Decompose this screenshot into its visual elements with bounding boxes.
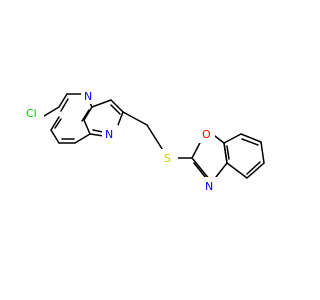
chlorine-atom-label: Cl: [26, 107, 37, 120]
bond: [215, 162, 228, 178]
bond: [91, 99, 112, 108]
bond: [58, 93, 68, 108]
bond: [223, 142, 228, 164]
bond: [81, 109, 90, 122]
bond: [226, 145, 230, 160]
bond: [74, 133, 91, 144]
bond: [226, 162, 248, 179]
bond: [193, 162, 207, 179]
bond: [117, 111, 124, 126]
bond: [260, 141, 265, 164]
bond: [246, 161, 261, 175]
bond: [122, 111, 148, 126]
bond: [50, 129, 60, 144]
bond: [110, 104, 121, 115]
bond-layer: [43, 93, 265, 181]
bond: [83, 119, 91, 135]
oxazole-nitrogen-label: N: [205, 180, 213, 193]
bond: [246, 162, 265, 179]
bond: [83, 106, 93, 121]
oxazole-oxygen-label: O: [202, 128, 211, 141]
atom-layer: Cl N N S O N: [22, 87, 218, 195]
bond: [50, 116, 60, 131]
bond: [241, 138, 259, 146]
bond: [92, 129, 104, 133]
sulfur-atom-label: S: [164, 152, 171, 165]
bond: [223, 133, 242, 144]
bond: [146, 124, 165, 153]
molecule-structure: Cl N N S O N: [22, 87, 265, 195]
bond: [60, 98, 69, 112]
bridgehead-nitrogen-label: N: [84, 90, 92, 103]
bond: [110, 99, 124, 113]
bond: [240, 133, 262, 143]
imidazole-nitrogen-label: N: [105, 128, 113, 141]
bond: [43, 106, 60, 117]
bond: [191, 157, 211, 181]
bond: [89, 133, 105, 137]
bond: [54, 118, 62, 129]
